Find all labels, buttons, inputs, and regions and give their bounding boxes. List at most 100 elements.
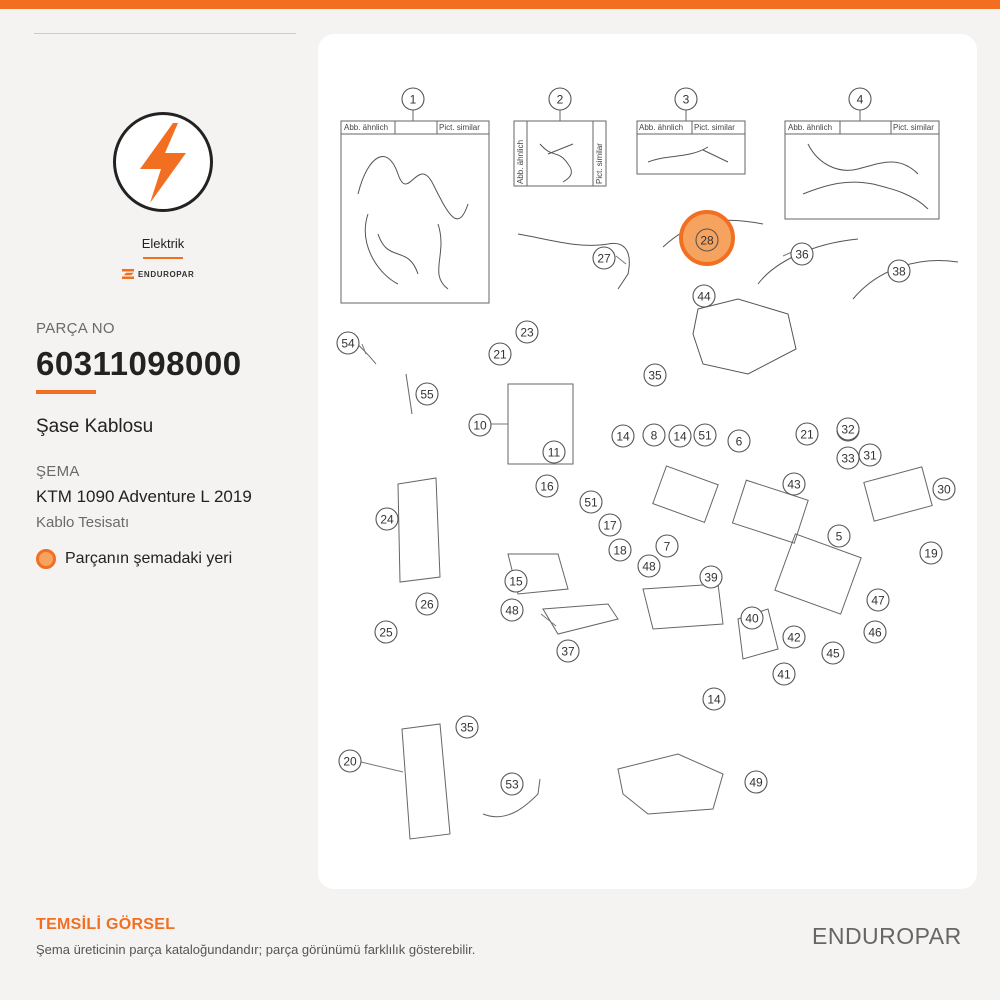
callout-label-23: 23 bbox=[520, 326, 534, 340]
callout-circle-41 bbox=[772, 662, 796, 686]
callout-circle-7 bbox=[655, 534, 679, 558]
callout-circle-33 bbox=[836, 446, 860, 470]
callout-label-14: 14 bbox=[616, 430, 630, 444]
part-37 bbox=[542, 603, 619, 635]
box-label-7: Pict. similar bbox=[595, 143, 604, 184]
callout-circle-5 bbox=[827, 524, 851, 548]
callout-label-21: 21 bbox=[493, 348, 507, 362]
callout-circle-40 bbox=[740, 606, 764, 630]
callout-label-4: 4 bbox=[857, 93, 864, 107]
harness-box-1 bbox=[340, 120, 490, 304]
callout-circle-28 bbox=[695, 228, 719, 252]
callout-circle-36 bbox=[790, 242, 814, 266]
box-label-3: Pict. similar bbox=[694, 123, 735, 132]
representative-image-title: TEMSİLİ GÖRSEL bbox=[36, 916, 176, 933]
callout-circle-21 bbox=[488, 342, 512, 366]
callout-circle-23 bbox=[515, 320, 539, 344]
callout-label-19: 19 bbox=[924, 547, 938, 561]
callout-label-36: 36 bbox=[795, 248, 809, 262]
callout-label-40: 40 bbox=[745, 612, 759, 626]
callout-label-14: 14 bbox=[707, 693, 721, 707]
callout-circle-8 bbox=[642, 423, 666, 447]
callout-label-41: 41 bbox=[777, 668, 791, 682]
box-label-2: Abb. ähnlich bbox=[639, 123, 683, 132]
callout-label-27: 27 bbox=[597, 252, 611, 266]
brand-footer: ENDUROPAR bbox=[812, 923, 962, 949]
exploded-diagram: 1234272836384454232135551011148145162152… bbox=[336, 87, 959, 840]
callout-label-48: 48 bbox=[642, 560, 656, 574]
callout-label-35: 35 bbox=[648, 369, 662, 383]
callout-circle-26 bbox=[415, 592, 439, 616]
callout-label-25: 25 bbox=[379, 626, 393, 640]
callout-circle-30 bbox=[932, 477, 956, 501]
part-number-label: PARÇA NO bbox=[36, 320, 115, 337]
callout-label-24: 24 bbox=[380, 513, 394, 527]
cable-53 bbox=[482, 778, 541, 818]
callout-label-17: 17 bbox=[603, 519, 617, 533]
callout-circle-47 bbox=[866, 588, 890, 612]
bracket-44 bbox=[692, 298, 797, 375]
top-accent-bar bbox=[0, 0, 1000, 9]
callout-label-28: 28 bbox=[700, 234, 714, 248]
callouts: 1234272836384454232135551011148145162152… bbox=[336, 87, 956, 796]
callout-label-26: 26 bbox=[420, 598, 434, 612]
enduropar-mark-icon bbox=[122, 269, 134, 279]
callout-circle-55 bbox=[415, 382, 439, 406]
callout-label-16: 16 bbox=[540, 480, 554, 494]
cable-27 bbox=[517, 233, 630, 290]
callout-circle-45 bbox=[821, 641, 845, 665]
box-label-1: Pict. similar bbox=[439, 123, 480, 132]
callout-label-49: 49 bbox=[749, 776, 763, 790]
callout-circle-18 bbox=[608, 538, 632, 562]
horn-box-20 bbox=[401, 723, 451, 840]
throttle-body bbox=[617, 753, 724, 815]
callout-label-53: 53 bbox=[505, 778, 519, 792]
callout-circle-35 bbox=[455, 715, 479, 739]
callout-circle-27 bbox=[592, 246, 616, 270]
part-number: 60311098000 bbox=[36, 345, 242, 382]
callout-circle-21 bbox=[795, 422, 819, 446]
category-logo bbox=[113, 112, 213, 212]
callout-label-32: 32 bbox=[841, 423, 855, 437]
part-30 bbox=[863, 466, 933, 522]
representative-image-note: Şema üreticinin parça kataloğundandır; p… bbox=[36, 942, 476, 957]
box-label-6: Abb. ähnlich bbox=[516, 140, 525, 184]
callout-circle-42 bbox=[782, 625, 806, 649]
schema-group: Kablo Tesisatı bbox=[36, 514, 130, 531]
callout-circle-54 bbox=[336, 331, 360, 355]
part-number-underline bbox=[36, 390, 96, 394]
callout-circle-39 bbox=[699, 565, 723, 589]
schema-model: KTM 1090 Adventure L 2019 bbox=[36, 487, 252, 506]
schema-label: ŞEMA bbox=[36, 463, 80, 480]
strap-55 bbox=[405, 373, 413, 415]
callout-label-2: 2 bbox=[557, 93, 564, 107]
callout-circle-1 bbox=[401, 87, 425, 111]
callout-label-31: 31 bbox=[863, 449, 877, 463]
part-39 bbox=[642, 583, 724, 630]
harness-box-2 bbox=[513, 120, 607, 187]
box-label-5: Pict. similar bbox=[893, 123, 934, 132]
callout-label-18: 18 bbox=[613, 544, 627, 558]
callout-circle-14 bbox=[668, 424, 692, 448]
callout-label-1: 1 bbox=[410, 93, 417, 107]
brand-small-text: ENDUROPAR bbox=[138, 269, 195, 279]
callout-circle-48 bbox=[637, 554, 661, 578]
callout-circle-44 bbox=[692, 284, 716, 308]
lightning-bolt-icon bbox=[140, 123, 186, 203]
category-label: Elektrik bbox=[141, 236, 185, 251]
callout-circle-10 bbox=[468, 413, 492, 437]
callout-label-48: 48 bbox=[505, 604, 519, 618]
callout-label-44: 44 bbox=[697, 290, 711, 304]
part-5 bbox=[774, 533, 862, 615]
callout-label-15: 15 bbox=[509, 575, 523, 589]
callout-label-51: 51 bbox=[698, 429, 712, 443]
callout-circle-3 bbox=[674, 87, 698, 111]
callout-label-20: 20 bbox=[343, 755, 357, 769]
exploded-diagram-card: 1234272836384454232135551011148145162152… bbox=[318, 34, 977, 889]
callout-circle-14 bbox=[611, 424, 635, 448]
battery-6 bbox=[731, 479, 809, 544]
part-7 bbox=[652, 465, 719, 524]
callout-label-33: 33 bbox=[841, 452, 855, 466]
callout-label-46: 46 bbox=[868, 626, 882, 640]
